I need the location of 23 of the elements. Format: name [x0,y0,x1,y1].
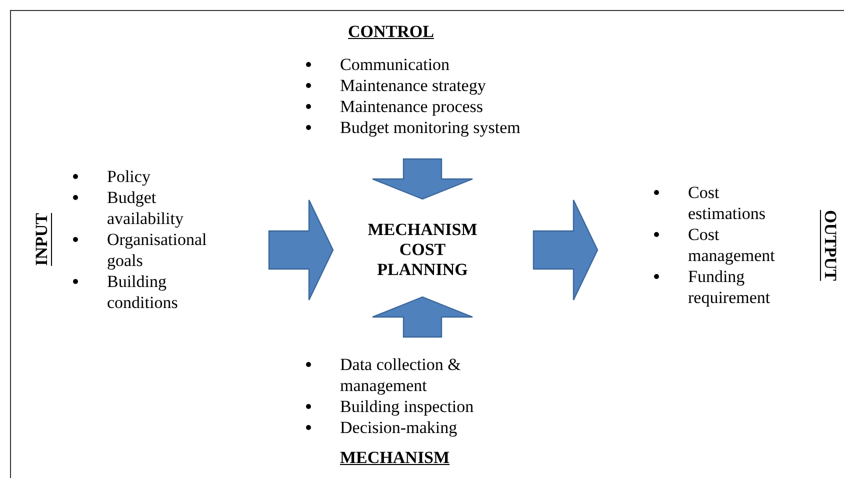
section-heading: OUTPUT [820,210,840,280]
list-item: Funding requirement [688,266,772,308]
list-item: Policy [107,166,150,187]
list-item: Building inspection [340,396,474,417]
block-arrow [372,296,474,338]
section-heading: INPUT [32,213,52,266]
block-arrow [532,199,598,301]
block-arrow [372,158,474,200]
list-item: Decision-making [340,417,458,438]
section-heading: MECHANISM [340,448,451,468]
list-item: Maintenance process [340,96,484,117]
list-item: Budget monitoring system [340,117,520,138]
list-item: Budget availability [107,187,184,229]
list-item: Communication [340,54,450,75]
process-label: MECHANISM COST PLANNING [366,220,478,280]
list-item: Cost estimations [688,182,766,224]
block-arrow [268,199,334,301]
list-item: Building conditions [107,271,179,313]
list-item: Cost management [688,224,776,266]
list-item: Maintenance strategy [340,75,486,96]
section-heading: CONTROL [348,22,435,42]
list-item: Organisational goals [107,229,208,271]
list-item: Data collection & management [340,354,462,396]
